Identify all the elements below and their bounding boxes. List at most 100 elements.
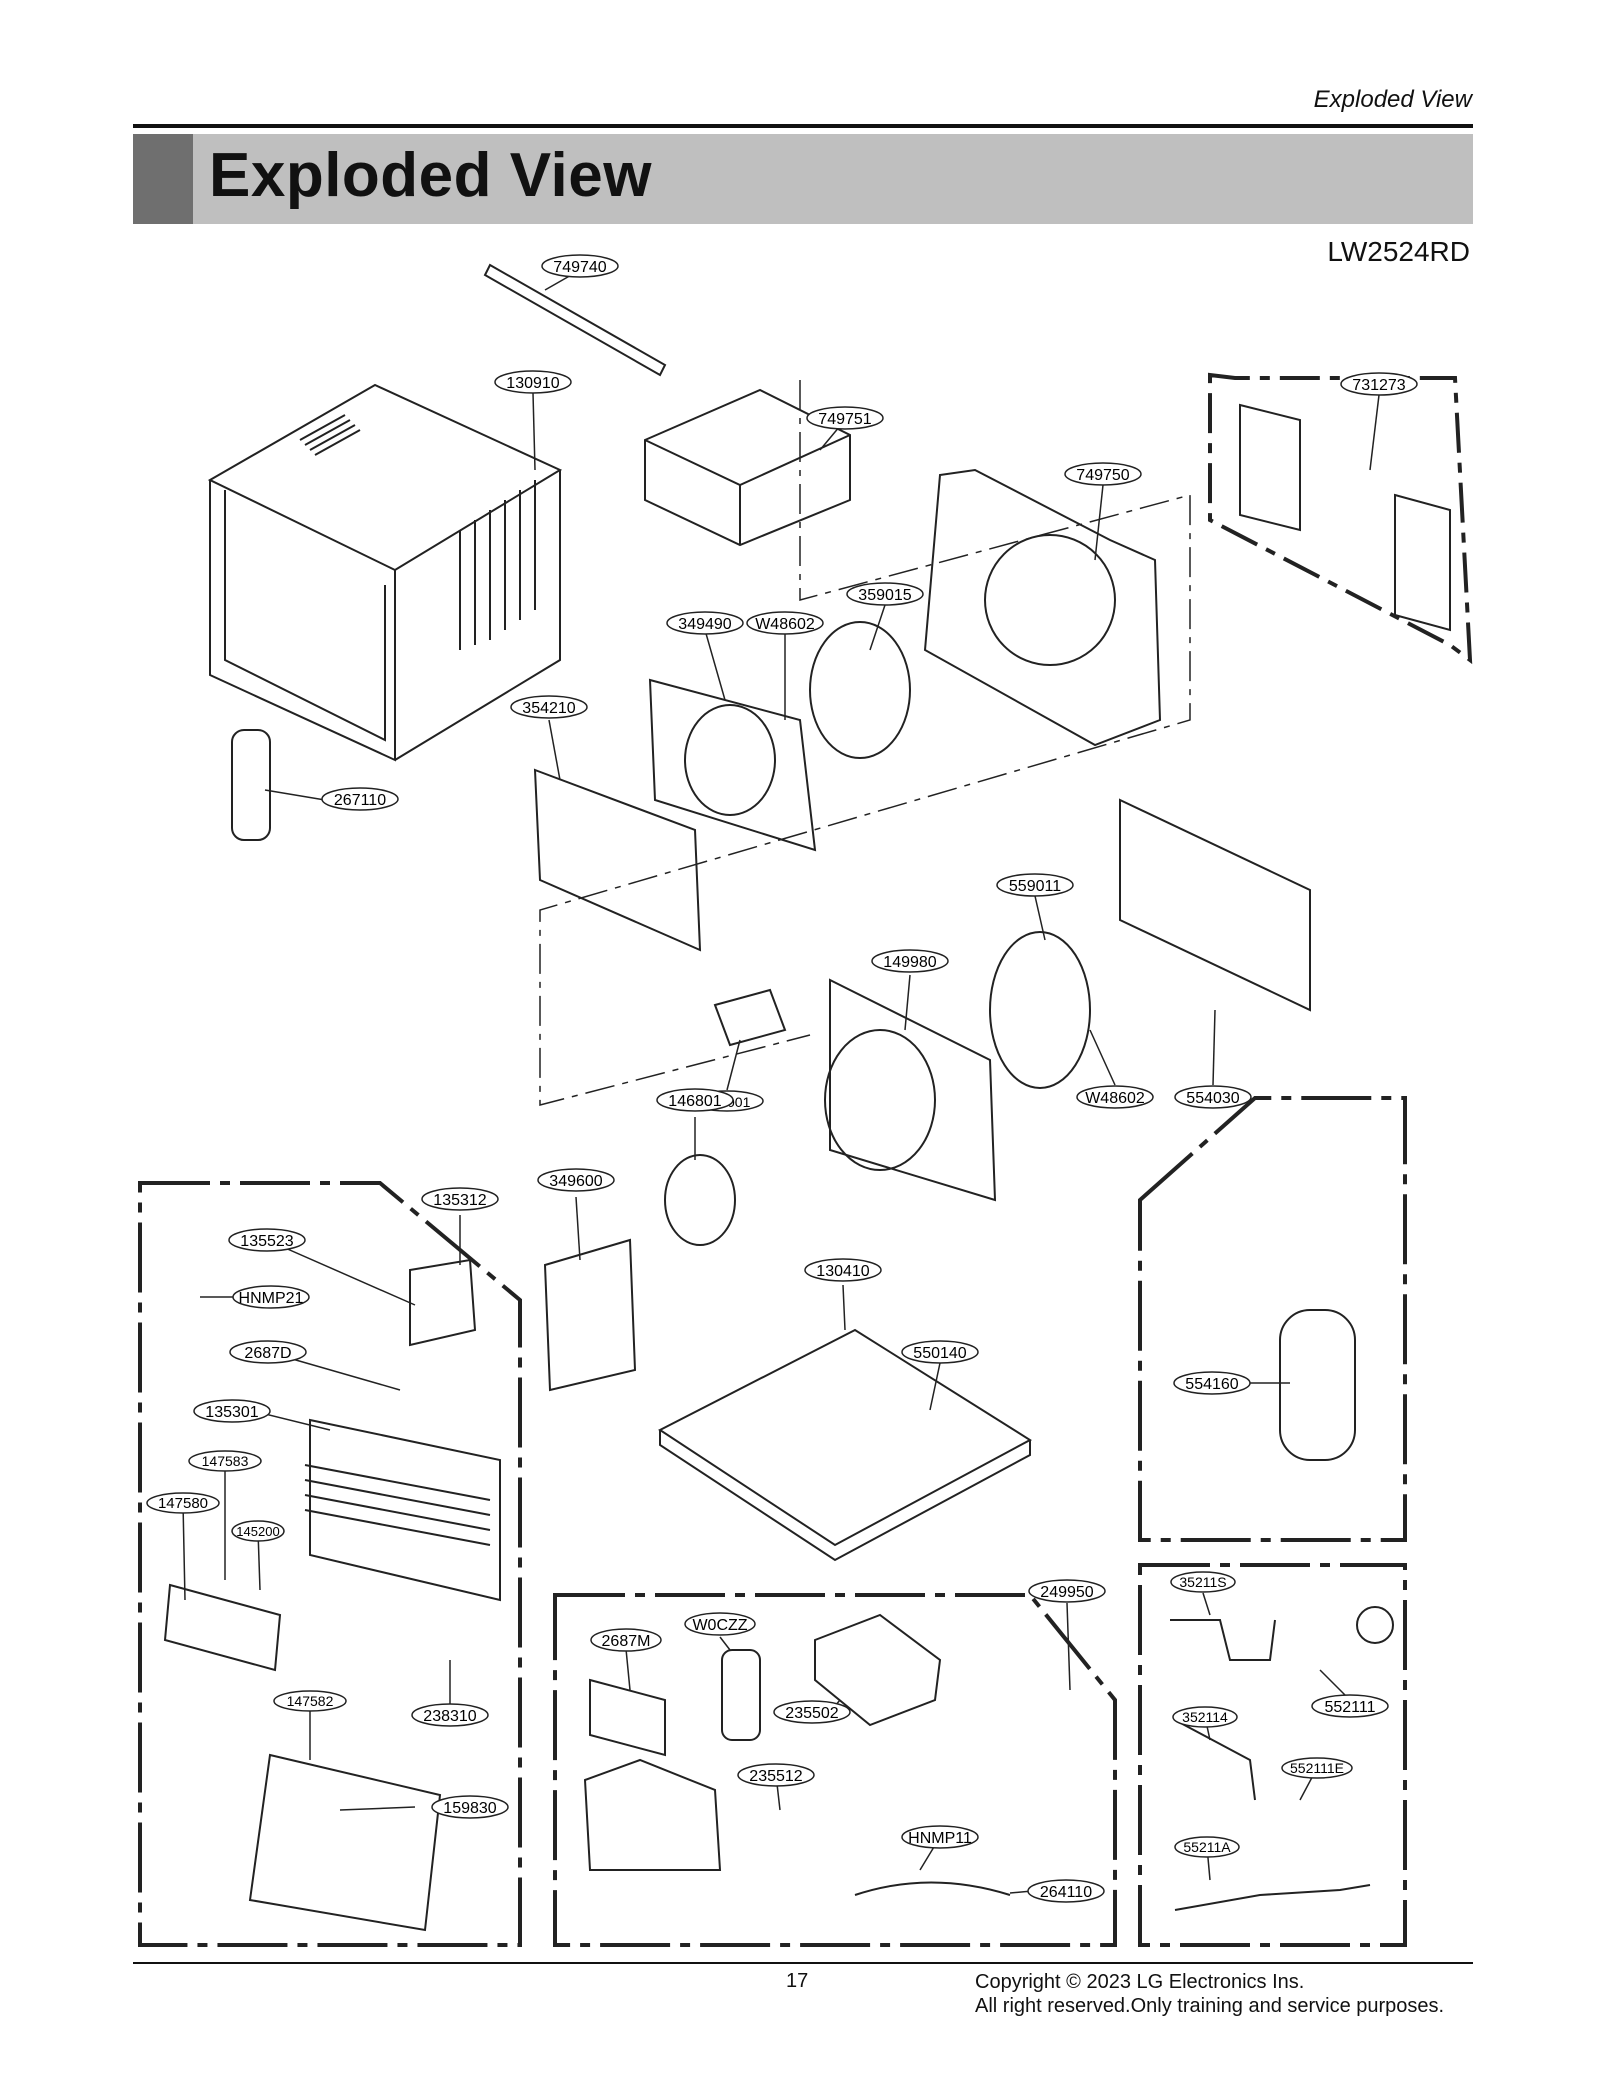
section-label: Exploded View (1313, 86, 1472, 113)
svg-text:HNMP21: HNMP21 (239, 1290, 304, 1307)
callout-130910: 130910 (494, 370, 572, 394)
title-tab (133, 134, 193, 224)
rear-grille-drawing (1239, 403, 1451, 632)
svg-text:146801: 146801 (668, 1093, 721, 1110)
callout-749750: 749750 (1064, 462, 1142, 486)
compressor-box-frame (1138, 1096, 1407, 1542)
svg-text:238310: 238310 (423, 1708, 476, 1725)
svg-text:352114: 352114 (1182, 1709, 1228, 1725)
callout-552111e: 552111E (1281, 1757, 1353, 1779)
motor-mount-drawing (543, 1238, 637, 1392)
svg-text:359015: 359015 (858, 587, 911, 604)
callout-w48602-a: W48602 (746, 611, 824, 635)
motor-drawing (664, 1154, 736, 1246)
svg-text:235502: 235502 (785, 1705, 838, 1722)
svg-text:W0CZZ: W0CZZ (692, 1617, 747, 1634)
svg-text:249950: 249950 (1040, 1584, 1093, 1601)
svg-text:235512: 235512 (749, 1768, 802, 1785)
svg-text:552111: 552111 (1324, 1699, 1375, 1716)
svg-text:354210: 354210 (522, 700, 575, 717)
svg-text:731273: 731273 (1352, 377, 1405, 394)
front-grille-drawing (304, 1464, 491, 1546)
svg-text:147580: 147580 (158, 1495, 208, 1512)
copyright-line-2: All right reserved.Only training and ser… (975, 1995, 1445, 2017)
callout-235512: 235512 (737, 1763, 815, 1787)
footer-rule (133, 1962, 1473, 1964)
callout-w0czz: W0CZZ (684, 1612, 756, 1636)
callout-2687d: 2687D (229, 1340, 307, 1364)
tube-drawing-b (1174, 1884, 1371, 1911)
fan-shroud-drawing (829, 978, 997, 1202)
ebox-drawing (583, 1758, 722, 1871)
blower-wheel-drawing (809, 621, 911, 759)
callout-264110: 264110 (1027, 1879, 1105, 1903)
callout-359015: 359015 (846, 582, 924, 606)
remote-drawing (231, 729, 271, 841)
tube-drawing-c (1174, 1719, 1256, 1801)
callout-349490: 349490 (666, 611, 744, 635)
callout-145200: 145200 (231, 1520, 285, 1542)
callout-749751: 749751 (806, 406, 884, 430)
svg-text:135301: 135301 (205, 1404, 258, 1421)
callout-267110: 267110 (321, 787, 399, 811)
callout-35211s: 35211S (1170, 1571, 1236, 1593)
air-guide-drawing (644, 388, 851, 547)
svg-text:559011: 559011 (1009, 878, 1061, 895)
callout-731273: 731273 (1340, 372, 1418, 396)
tube-drawing-a (1170, 1619, 1276, 1661)
svg-text:554030: 554030 (1186, 1090, 1239, 1107)
control-box-frame (138, 1181, 522, 1947)
callout-235502: 235502 (773, 1700, 851, 1724)
callout-550140: 550140 (901, 1340, 979, 1364)
svg-text:550140: 550140 (913, 1345, 966, 1362)
callout-554160: 554160 (1173, 1371, 1251, 1395)
svg-text:267110: 267110 (334, 792, 386, 809)
svg-text:147583: 147583 (202, 1453, 249, 1469)
svg-text:264110: 264110 (1040, 1884, 1092, 1901)
callout-554030: 554030 (1174, 1085, 1252, 1109)
cabinet-drawing (207, 383, 563, 762)
wire-harness-drawing (854, 1881, 1011, 1896)
svg-text:159830: 159830 (443, 1800, 496, 1817)
model-number: LW2524RD (1327, 236, 1470, 267)
callout-354210: 354210 (510, 695, 588, 719)
svg-text:W48602: W48602 (1085, 1090, 1145, 1107)
callout-238310: 238310 (411, 1703, 489, 1727)
callout-147583: 147583 (188, 1450, 262, 1472)
callout-349600: 349600 (537, 1168, 615, 1192)
svg-text:2687D: 2687D (244, 1345, 291, 1362)
callout-w48602-b: W48602 (1076, 1085, 1154, 1109)
svg-text:349490: 349490 (678, 616, 731, 633)
condenser-fan-drawing (989, 931, 1091, 1089)
callout-352114: 352114 (1172, 1706, 1238, 1728)
callout-147582: 147582 (273, 1690, 347, 1712)
control-panel-drawing (309, 1418, 501, 1602)
base-pan-drawing (658, 1328, 1032, 1562)
evaporator-drawing (533, 768, 702, 952)
filter-drawing (248, 1753, 442, 1932)
svg-text:749750: 749750 (1076, 467, 1129, 484)
grille-box-frame (1208, 372, 1473, 665)
svg-text:135523: 135523 (240, 1233, 293, 1250)
louver-drawing (163, 1583, 282, 1672)
copyright-line-1: Copyright © 2023 LG Electronics Ins. (975, 1971, 1305, 1993)
callout-130410: 130410 (804, 1258, 882, 1282)
callout-147580: 147580 (146, 1492, 220, 1514)
pcb-drawing (589, 1678, 666, 1757)
svg-text:749740: 749740 (553, 259, 606, 276)
electrical-box-frame (553, 1593, 1117, 1947)
control-cover-drawing (409, 1258, 477, 1347)
cover-drawing (814, 1613, 942, 1727)
top-rail (483, 263, 667, 377)
header-rule (133, 124, 1473, 128)
svg-text:35211S: 35211S (1179, 1574, 1226, 1590)
callout-55211a: 55211A (1174, 1836, 1240, 1858)
callout-146801-main: 146801 (656, 1088, 734, 1112)
callout-135301: 135301 (193, 1399, 271, 1423)
callout-135312: 135312 (421, 1187, 499, 1211)
svg-text:145200: 145200 (236, 1524, 279, 1539)
callout-149980: 149980 (871, 949, 949, 973)
callout-249950: 249950 (1028, 1579, 1106, 1603)
svg-text:55211A: 55211A (1183, 1839, 1231, 1855)
